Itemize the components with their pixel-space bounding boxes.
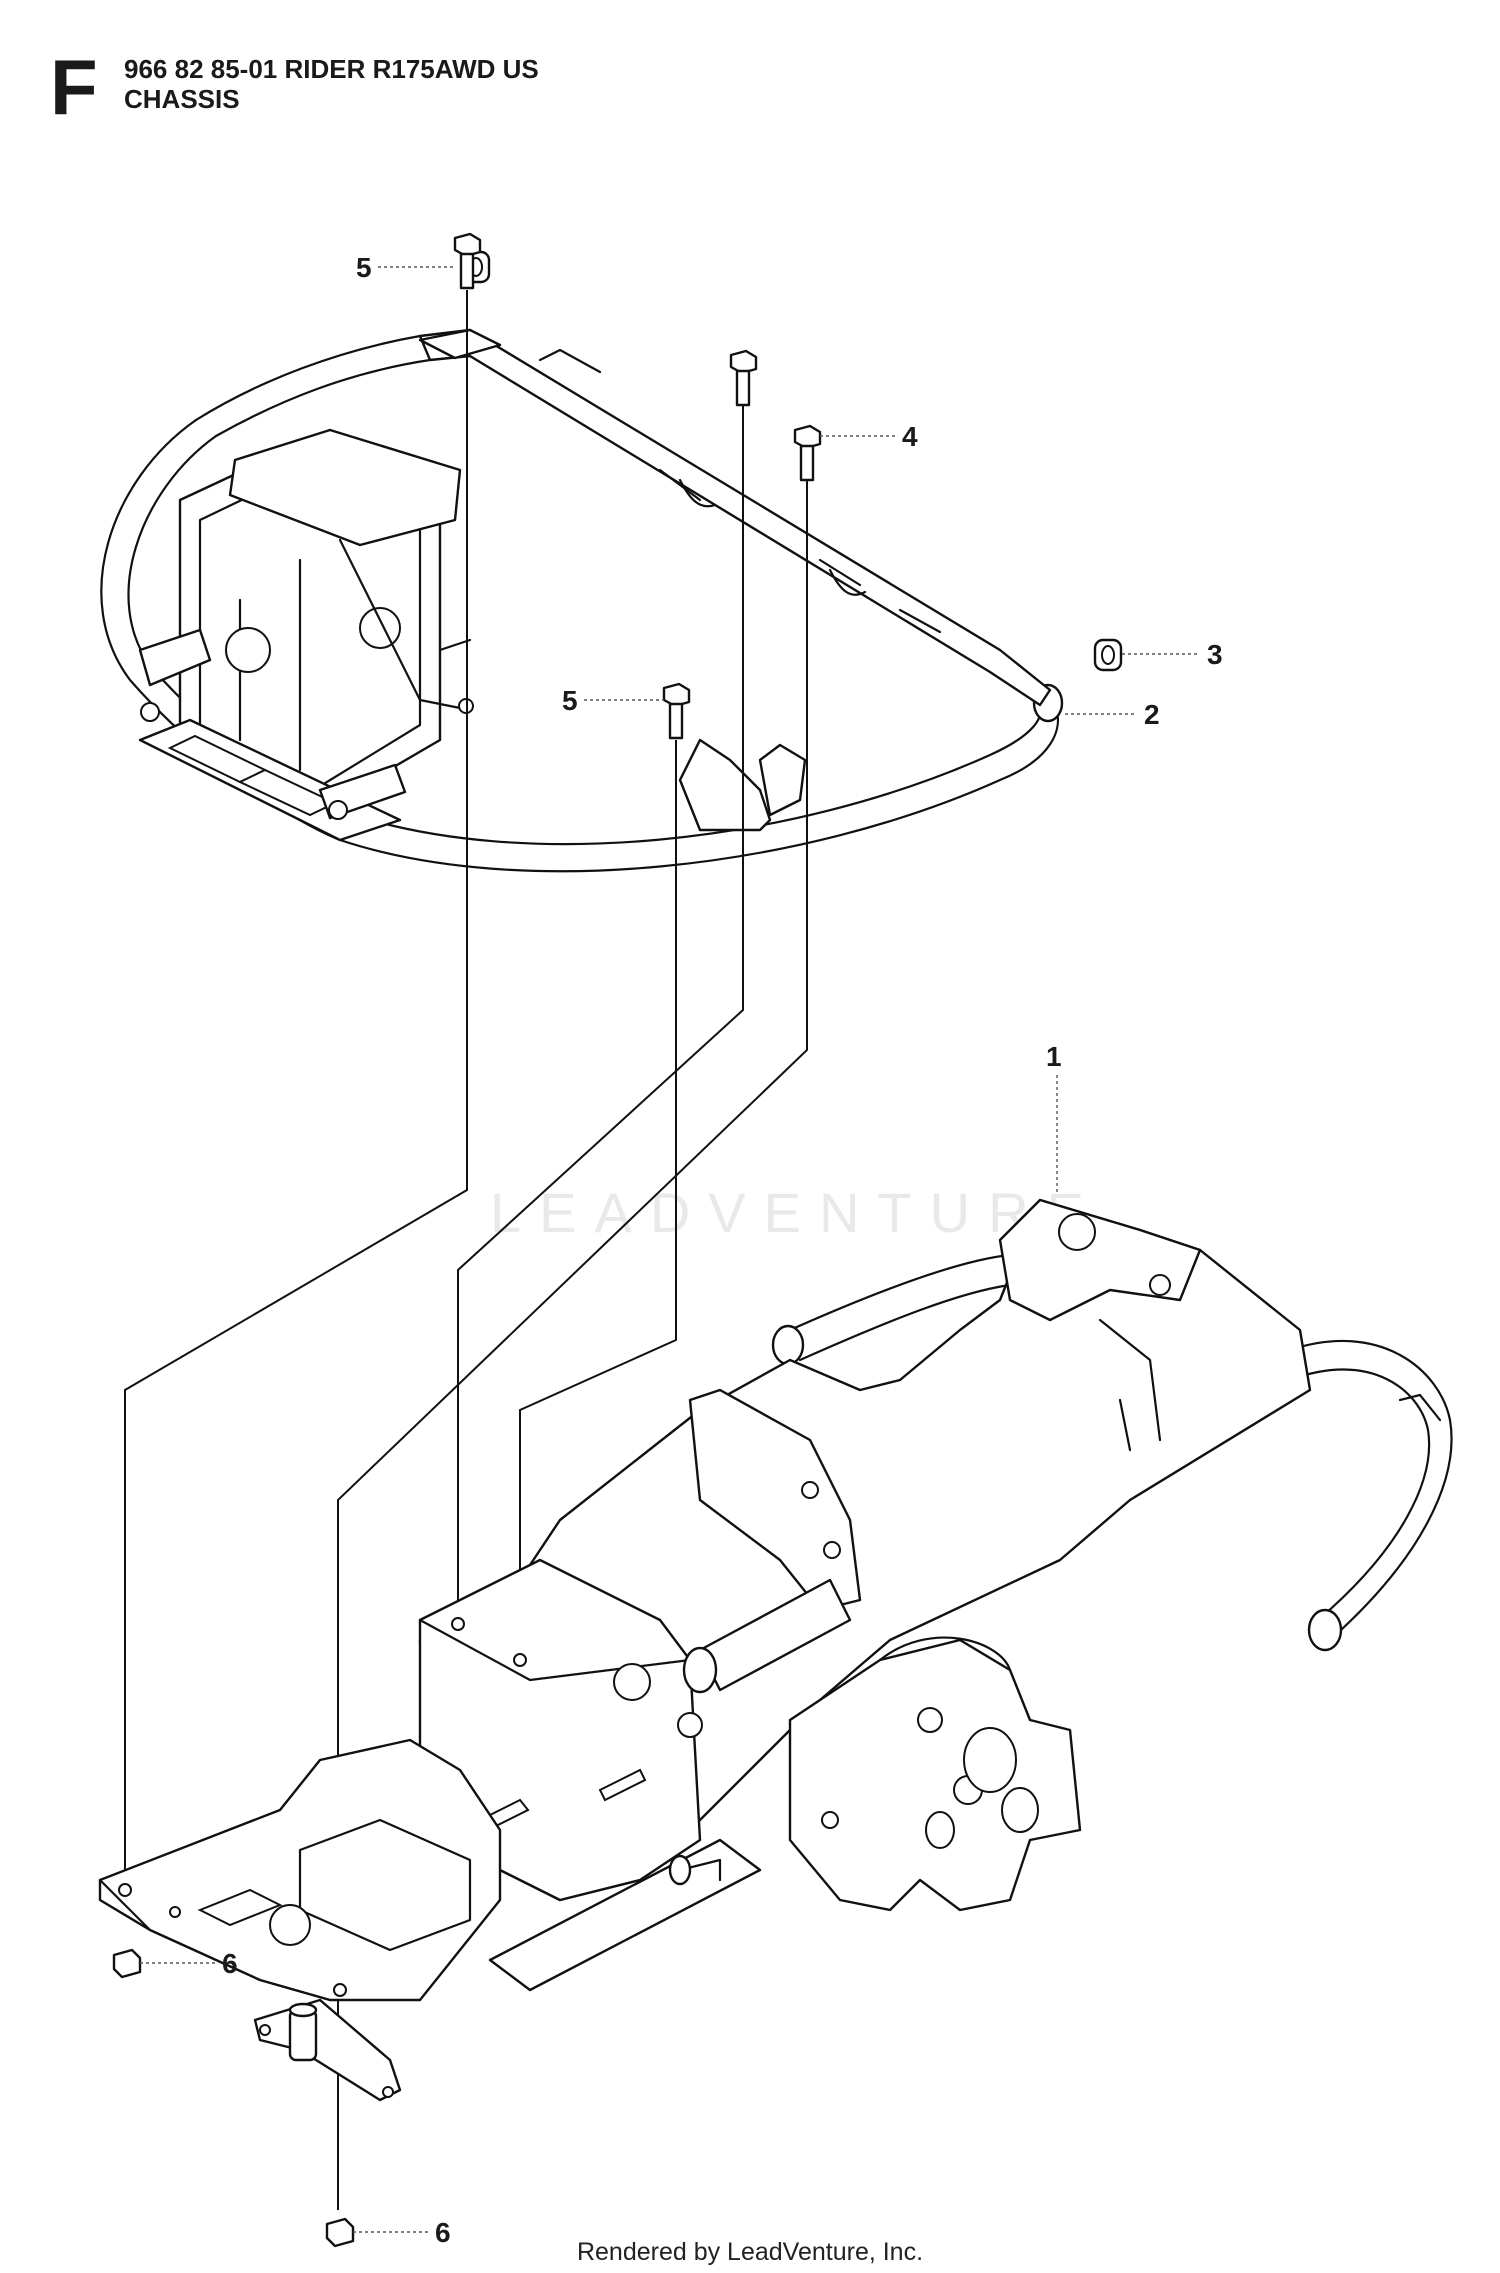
callout-1: 1 [1046, 1041, 1062, 1195]
title-block: 966 82 85-01 RIDER R175AWD US CHASSIS [124, 54, 539, 114]
callout-label-1: 1 [1046, 1041, 1062, 1072]
part-1-chassis [98, 1198, 1453, 2102]
callout-label-6-lower: 6 [435, 2217, 451, 2248]
part-3-bumper [461, 250, 1123, 672]
model-line: 966 82 85-01 RIDER R175AWD US [124, 54, 539, 84]
callout-label-5-lower: 5 [562, 685, 578, 716]
callout-label-6-upper: 6 [222, 1948, 238, 1979]
part-4-bolt [793, 424, 822, 482]
part-6-nut-lower [325, 2217, 355, 2248]
callout-4: 4 [820, 421, 918, 452]
callout-label-2: 2 [1144, 699, 1160, 730]
callout-6-lower: 6 [353, 2217, 451, 2248]
battery-tray [138, 428, 474, 842]
section-letter: F [50, 43, 98, 131]
callout-label-4: 4 [902, 421, 918, 452]
part-bolt-center [729, 349, 758, 407]
callout-label-3: 3 [1207, 639, 1223, 670]
callout-2: 2 [1065, 699, 1160, 730]
callout-3: 3 [1122, 639, 1223, 670]
callout-label-5-top: 5 [356, 252, 372, 283]
footer-credit: Rendered by LeadVenture, Inc. [576, 2238, 924, 2266]
watermark: LEADVENTURE [490, 1181, 1102, 1244]
part-6-nut-upper [112, 1948, 142, 1979]
group-name: CHASSIS [124, 84, 240, 114]
callout-5-lower: 5 [562, 685, 664, 716]
seat-bracket [678, 738, 807, 832]
part-5-bolt-lower [662, 682, 691, 740]
part-5-bolt-top [453, 232, 482, 290]
callout-6-upper: 6 [140, 1948, 238, 1979]
callout-5-top: 5 [356, 252, 455, 283]
